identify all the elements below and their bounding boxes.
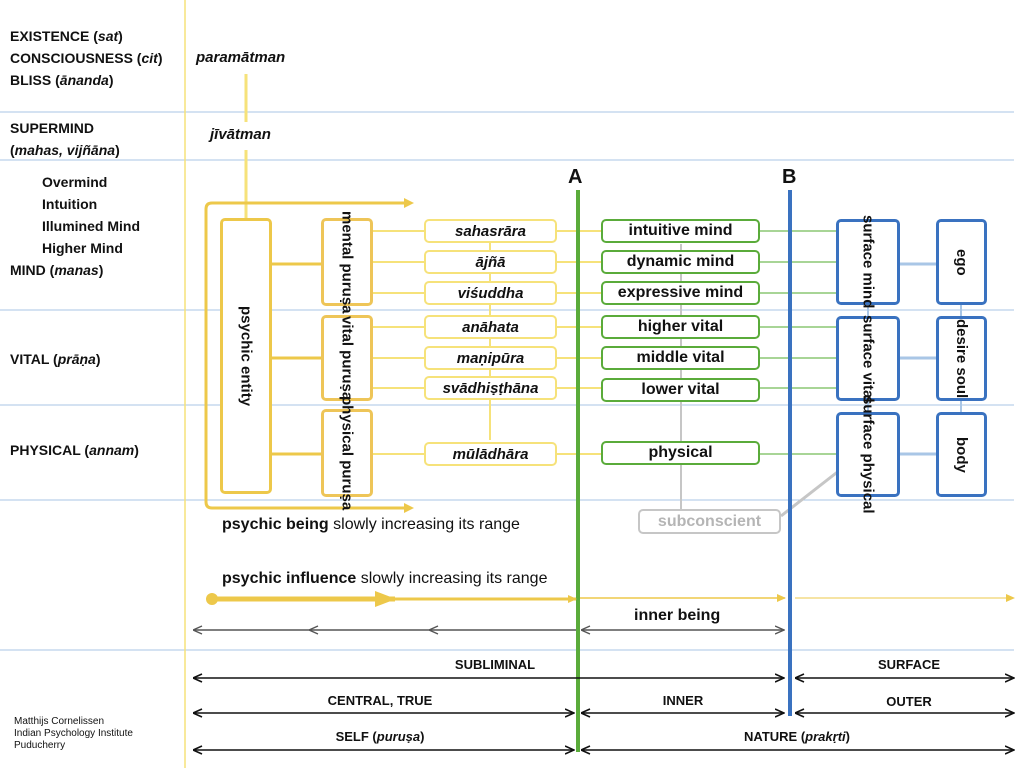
chakra-svadhisthana: svādhiṣṭhāna: [424, 376, 557, 400]
zone-inner: INNER: [662, 693, 704, 708]
inner-physical: physical: [601, 441, 760, 465]
surface-vital-label: surface vital: [859, 314, 877, 403]
level-mind: MIND (manas): [10, 262, 104, 278]
chakra-sahasrara: sahasrāra: [424, 219, 557, 243]
zone-arrows: [194, 678, 1014, 750]
inner-dynamic-mind: dynamic mind: [601, 250, 760, 274]
physical-purusa-box: physical puruṣa: [321, 396, 373, 510]
range-arrow-bottom: [404, 503, 414, 513]
inner-being-caption: inner being: [634, 607, 721, 624]
zone-subliminal: SUBLIMINAL: [454, 657, 536, 672]
purusa-chakra-links: [373, 230, 424, 455]
credit-institute: Indian Psychology Institute: [14, 728, 133, 739]
chakra-ajna: ājñā: [424, 250, 557, 274]
physical-purusa-label: physical puruṣa: [338, 395, 356, 511]
surface-physical-label: surface physical: [859, 395, 877, 514]
level-physical: PHYSICAL (annam): [10, 442, 139, 458]
desire-soul-label: desire soul: [953, 318, 970, 399]
psychic-range-bracket: [204, 201, 410, 510]
surface-vital-box: surface vital: [836, 314, 900, 403]
credit: Matthijs Cornelissen Indian Psychology I…: [14, 716, 133, 752]
credit-location: Puducherry: [14, 740, 66, 751]
level-intuition: Intuition: [42, 196, 98, 212]
surface-mind-label: surface mind: [859, 215, 877, 309]
level-supermind: SUPERMIND: [10, 120, 95, 136]
surface-mind-box: surface mind: [836, 215, 900, 309]
subconscient-box: subconscient: [638, 509, 781, 534]
level-higher-mind: Higher Mind: [42, 240, 123, 256]
inner-expressive-mind: expressive mind: [601, 281, 760, 305]
vital-purusa-label: vital puruṣa: [338, 315, 356, 401]
level-bliss: BLISS (ānanda): [10, 72, 114, 88]
zone-central-true: CENTRAL, TRUE: [327, 693, 433, 708]
paramatman-label: paramātman: [196, 49, 286, 66]
psychic-being-caption: psychic being slowly increasing its rang…: [222, 516, 520, 533]
inner-higher-vital: higher vital: [601, 315, 760, 339]
mental-purusa-label: mental puruṣa: [338, 210, 356, 314]
chakra-visuddha: viśuddha: [424, 281, 557, 305]
credit-author: Matthijs Cornelissen: [14, 716, 105, 727]
ego-box: ego: [936, 219, 987, 305]
psychic-entity-label: psychic entity: [237, 305, 255, 407]
surface-physical-box: surface physical: [836, 396, 900, 513]
marker-b: B: [782, 166, 797, 188]
level-illumined-mind: Illumined Mind: [42, 218, 140, 234]
desire-soul-box: desire soul: [936, 316, 987, 401]
zone-nature: NATURE (prakṛti): [744, 729, 850, 744]
inner-lower-vital: lower vital: [601, 378, 760, 402]
body-label: body: [953, 436, 970, 473]
psychic-entity-box: psychic entity: [220, 218, 272, 494]
marker-a: A: [568, 166, 583, 188]
level-overmind: Overmind: [42, 174, 108, 190]
inner-intuitive-mind: intuitive mind: [601, 219, 760, 243]
level-vital: VITAL (prāṇa): [10, 351, 101, 367]
chakra-manipura: maṇipūra: [424, 346, 557, 370]
chakra-muladhara: mūlādhāra: [424, 442, 557, 466]
body-box: body: [936, 412, 987, 497]
inner-surface-links: [760, 230, 836, 455]
chakra-anahata: anāhata: [424, 315, 557, 339]
surface-outer-links: [900, 262, 936, 456]
zone-self: SELF (puruṣa): [335, 729, 425, 744]
jivatman-label: jīvātman: [210, 126, 271, 143]
mental-purusa-box: mental puruṣa: [321, 211, 373, 313]
inner-middle-vital: middle vital: [601, 346, 760, 370]
range-arrow-top: [404, 198, 414, 208]
psychic-influence-caption: psychic influence slowly increasing its …: [222, 570, 548, 587]
zone-outer: OUTER: [886, 694, 932, 709]
level-rules: [0, 111, 1014, 651]
level-existence: EXISTENCE (sat): [10, 28, 123, 44]
vital-purusa-box: vital puruṣa: [321, 315, 373, 401]
level-consciousness: CONSCIOUSNESS (cit): [10, 50, 163, 66]
zone-surface: SURFACE: [877, 657, 941, 672]
entity-connectors: [272, 262, 321, 456]
level-supermind-sk: (mahas, vijñāna): [10, 142, 120, 158]
ego-label: ego: [953, 248, 970, 276]
